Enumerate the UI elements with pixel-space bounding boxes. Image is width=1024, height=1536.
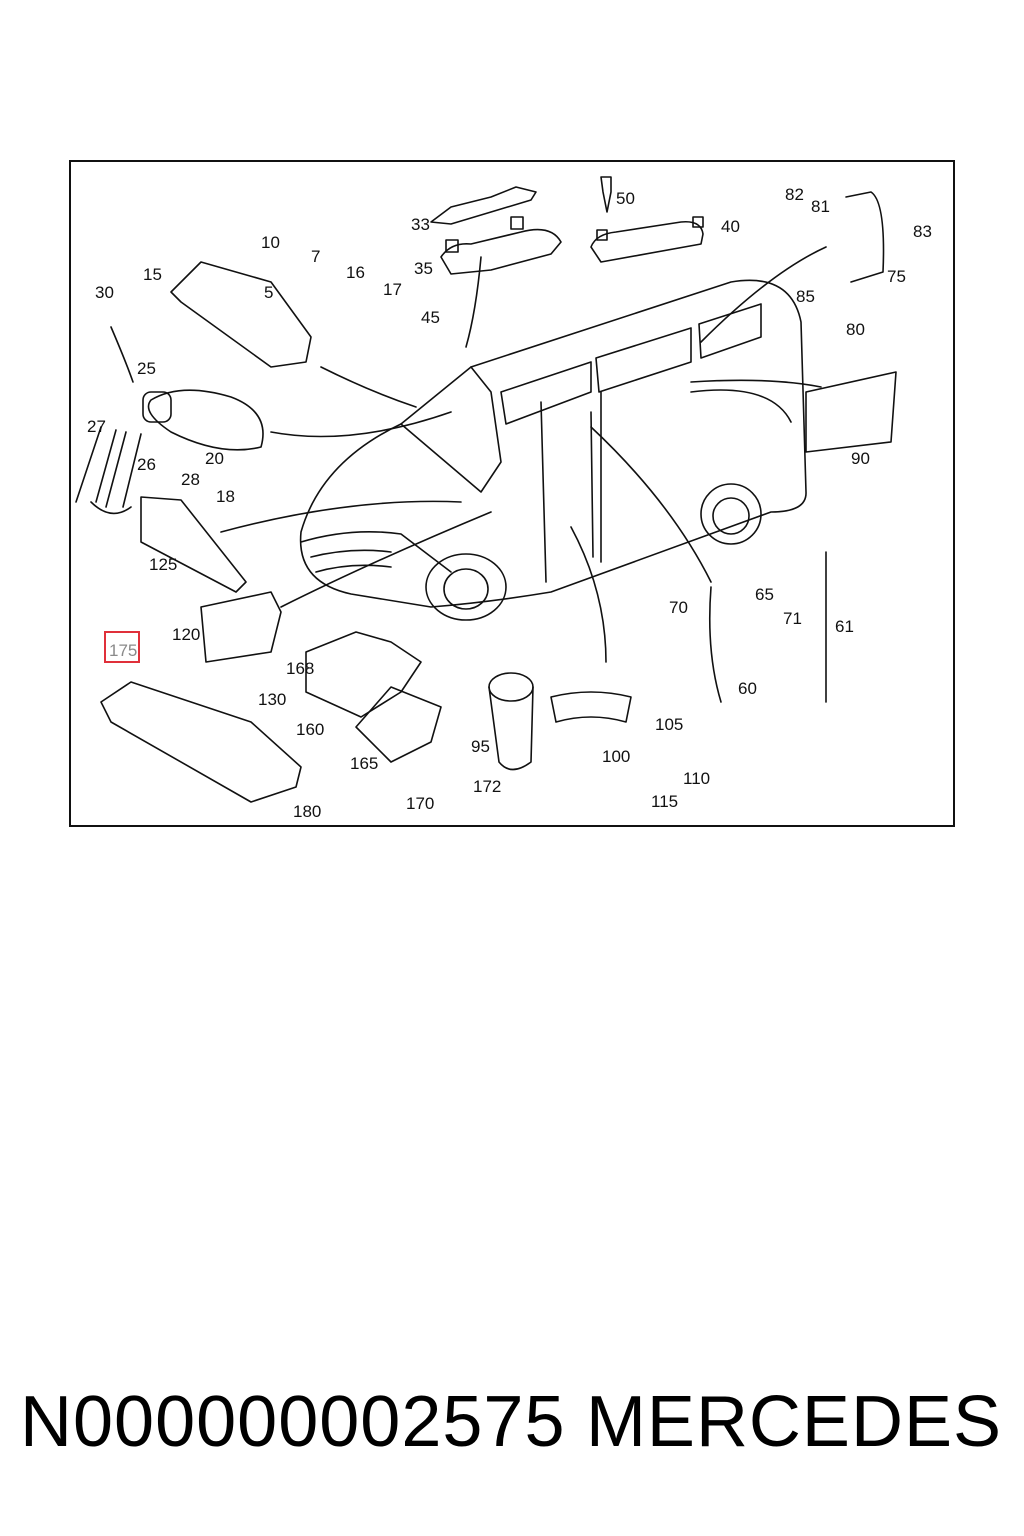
callout-125: 125 xyxy=(149,555,177,574)
callout-180: 180 xyxy=(293,802,321,821)
callout-95: 95 xyxy=(471,737,490,756)
callout-75: 75 xyxy=(887,267,906,286)
callout-82: 82 xyxy=(785,185,804,204)
part-number: N000000002575 xyxy=(20,1382,566,1462)
callout-10: 10 xyxy=(261,233,280,252)
callout-120: 120 xyxy=(172,625,200,644)
callout-110: 110 xyxy=(683,769,710,788)
callout-71: 71 xyxy=(783,609,802,628)
callout-28: 28 xyxy=(181,470,200,489)
van-body xyxy=(299,279,807,608)
storage-box xyxy=(200,591,282,663)
callout-115: 115 xyxy=(651,792,678,811)
callout-17: 17 xyxy=(383,280,402,299)
callout-33: 33 xyxy=(411,215,430,234)
callout-160: 160 xyxy=(296,720,324,739)
callout-65: 65 xyxy=(755,585,774,604)
exploded-view: 10 15 5 7 16 17 33 35 45 50 40 82 81 83 … xyxy=(75,176,932,821)
callout-35: 35 xyxy=(414,259,433,278)
callout-105: 105 xyxy=(655,715,683,734)
callout-83: 83 xyxy=(913,222,932,241)
footer: N000000002575 MERCEDES xyxy=(0,1372,1024,1472)
callout-165: 165 xyxy=(350,754,378,773)
callout-50: 50 xyxy=(616,189,635,208)
rear-wheel xyxy=(700,483,762,545)
callout-100: 100 xyxy=(602,747,630,766)
sun-visor xyxy=(170,261,312,368)
callout-16: 16 xyxy=(346,263,365,282)
callout-81: 81 xyxy=(811,197,830,216)
callout-27: 27 xyxy=(87,417,106,436)
callout-25: 25 xyxy=(137,359,156,378)
callout-5: 5 xyxy=(264,283,273,302)
callout-175: 175 xyxy=(109,641,137,660)
callout-20: 20 xyxy=(205,449,224,468)
front-wheel xyxy=(425,553,507,621)
highlighted-callout[interactable]: 175 xyxy=(104,631,140,663)
callout-70: 70 xyxy=(669,598,688,617)
callout-85: 85 xyxy=(796,287,815,306)
callout-60: 60 xyxy=(738,679,757,698)
callout-61: 61 xyxy=(835,617,854,636)
parts-diagram: 10 15 5 7 16 17 33 35 45 50 40 82 81 83 … xyxy=(69,160,955,827)
lower-panel xyxy=(100,681,302,803)
callout-30: 30 xyxy=(95,283,114,302)
callout-7: 7 xyxy=(311,247,320,266)
callout-168: 168 xyxy=(286,659,314,678)
callout-130: 130 xyxy=(258,690,286,709)
brand-name: MERCEDES xyxy=(585,1382,1002,1462)
callout-labels: 10 15 5 7 16 17 33 35 45 50 40 82 81 83 … xyxy=(87,185,932,821)
callout-172: 172 xyxy=(473,777,501,796)
callout-15: 15 xyxy=(143,265,162,284)
callout-170: 170 xyxy=(406,794,434,813)
callout-90: 90 xyxy=(851,449,870,468)
callout-26: 26 xyxy=(137,455,156,474)
callout-40: 40 xyxy=(721,217,740,236)
callout-45: 45 xyxy=(421,308,440,327)
callout-80: 80 xyxy=(846,320,865,339)
callout-18: 18 xyxy=(216,487,235,506)
